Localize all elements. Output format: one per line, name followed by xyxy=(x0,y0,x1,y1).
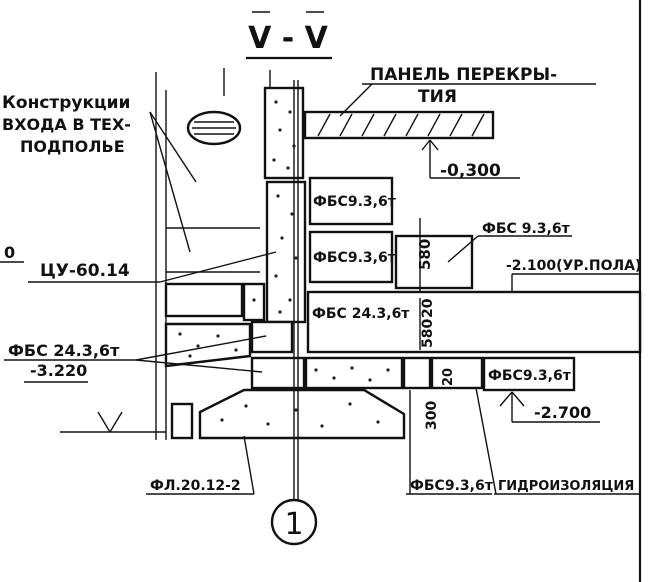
left-block xyxy=(164,282,244,318)
leader-line xyxy=(243,435,255,495)
elevation-arrow xyxy=(97,411,111,433)
elevation-arrow xyxy=(109,411,123,433)
leader-line xyxy=(447,235,479,263)
leader-line xyxy=(475,387,497,495)
waterproof-label: ГИДРОИЗОЛЯЦИЯ xyxy=(498,479,634,494)
cu-label: ЦУ-60.14 xyxy=(40,261,130,281)
wall-column-lower xyxy=(265,180,307,324)
construction-label: ВХОДА В ТЕХ- xyxy=(2,115,131,134)
elevation-arrow xyxy=(421,139,431,151)
dimension-label: 300 xyxy=(424,401,440,430)
edge-label: 0 xyxy=(4,243,15,262)
concrete-fill xyxy=(274,194,298,314)
leader-line xyxy=(149,111,191,253)
elevation-floor: -2.100(УР.ПОЛА) xyxy=(506,258,641,274)
elevation-arrow xyxy=(429,139,439,151)
fbs-block-long xyxy=(306,290,642,354)
fbs-block-bottom-left xyxy=(250,356,306,390)
elevation-left: -3.220 xyxy=(30,361,87,380)
fbs-label: ФБС 24.3,6т xyxy=(8,341,120,360)
leader-line xyxy=(149,111,197,183)
dimension-label: 580 xyxy=(416,239,434,270)
fbs-block-upper-1 xyxy=(308,176,394,226)
fbs-block-bottom-mid xyxy=(304,356,404,390)
concrete-fill xyxy=(314,366,390,382)
fbs-label: ФБС 9.3,6т xyxy=(482,221,571,237)
panel-label: ПАНЕЛЬ ПЕРЕКРЫ- xyxy=(370,65,557,85)
strip-footing xyxy=(198,388,406,440)
fbs-block-bottom-right xyxy=(430,356,484,390)
fbs-label: ФБС 24.3,6т xyxy=(312,306,410,322)
elevation-arrow xyxy=(499,391,513,407)
wall-column-upper xyxy=(263,86,305,180)
leader-line xyxy=(135,359,263,373)
concrete-fill xyxy=(220,402,380,428)
dimension-label: 580 xyxy=(420,319,436,348)
fbs-label: ФБС9.3,6т xyxy=(488,368,572,384)
concrete-fill xyxy=(272,100,296,170)
elevation-arrow xyxy=(511,391,525,407)
fbs-block-bottom-gap xyxy=(402,356,432,390)
fbs-block-upper-2 xyxy=(308,230,394,284)
panel-leader xyxy=(339,83,373,117)
fbs-label: ФБС9.3,6т xyxy=(313,250,397,266)
concrete-fill xyxy=(178,298,256,358)
construction-label: ПОДПОЛЬЕ xyxy=(20,137,125,156)
fbs-block-right-top xyxy=(394,234,474,290)
footing-side xyxy=(170,402,194,440)
panel-hatch xyxy=(317,113,485,137)
fbs-label: ФБС9.3,6т xyxy=(410,478,494,494)
footing-label: ФЛ.20.12-2 xyxy=(150,478,241,494)
section-title: V - V xyxy=(248,21,329,56)
left-block xyxy=(242,282,266,322)
dimension-label: 20 xyxy=(420,298,436,318)
floor-panel xyxy=(303,110,495,140)
fbs-label: ФБС9.3,6т xyxy=(313,194,397,210)
construction-label: Конструкции xyxy=(2,93,130,113)
fbs-block-right-bottom xyxy=(482,356,576,392)
cu-leader xyxy=(159,251,277,283)
elevation-right: -2.700 xyxy=(534,403,591,422)
axis-label: 1 xyxy=(284,507,303,542)
dotted-fill-left xyxy=(164,322,252,368)
axis-bubble xyxy=(270,498,318,546)
elevation-top: -0,300 xyxy=(440,161,501,181)
leader-line xyxy=(135,335,267,361)
dimension-label: 20 xyxy=(441,368,456,386)
panel-label: ТИЯ xyxy=(418,87,457,107)
